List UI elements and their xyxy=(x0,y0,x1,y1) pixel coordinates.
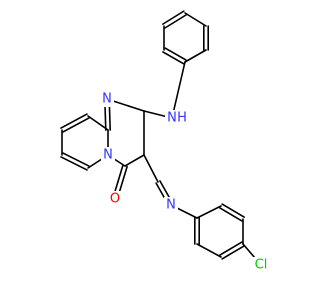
molecule-canvas: N N H N O N xyxy=(60,10,271,273)
bond-single-c9a-p1 xyxy=(87,115,109,131)
bond-double-p1-p2-b xyxy=(60,113,88,129)
bond-layer xyxy=(60,10,262,266)
bond-double-ph2-ph3-a xyxy=(162,10,185,25)
bond-single-ph3-ph4 xyxy=(184,12,207,27)
molecule-structure-drawing: N N H N O N xyxy=(60,10,271,273)
atom-o-label: O xyxy=(110,192,120,207)
atom-label-layer: N N H N O N xyxy=(100,91,271,273)
bond-double-a2-a3-b xyxy=(219,207,243,222)
atom-n-ring-top-label: N xyxy=(102,92,112,107)
atom-n-bridge: N xyxy=(101,147,115,163)
bond-double-ph6-ph1-a xyxy=(162,51,185,65)
bond-double-ph2-ph3-b xyxy=(164,14,187,29)
bond-single-c3-ch xyxy=(143,154,159,183)
atom-nh: N H xyxy=(165,110,187,126)
bond-single-c3-c4 xyxy=(124,154,145,167)
atom-n-ring-top: N xyxy=(100,91,114,107)
atom-cl: Cl xyxy=(251,257,271,273)
bond-double-a4-a5-b xyxy=(219,241,243,256)
atom-n-bridge-label: N xyxy=(103,148,113,163)
atom-o-carbonyl: O xyxy=(108,191,122,207)
atom-n-imine: N xyxy=(164,197,178,213)
bond-double-ph6-ph1-b xyxy=(164,47,187,61)
bond-double-p3-p4-a xyxy=(62,152,90,167)
bond-double-a2-a3-a xyxy=(221,203,245,218)
bond-single-ph5-ph6 xyxy=(184,49,207,63)
bond-single-ph6-nh xyxy=(171,61,186,119)
bond-single-a1-a2 xyxy=(196,205,222,219)
atom-n-imine-label: N xyxy=(166,198,176,213)
bond-double-a4-a5-a xyxy=(221,245,245,260)
bond-double-p3-p4-b xyxy=(60,156,88,171)
atom-nh-n-label: N xyxy=(167,111,177,126)
atom-nh-h-label: H xyxy=(177,111,187,126)
atom-cl-label: Cl xyxy=(255,258,268,273)
bond-double-p1-p2-a xyxy=(62,117,90,133)
bond-single-a5-a6 xyxy=(196,243,222,258)
